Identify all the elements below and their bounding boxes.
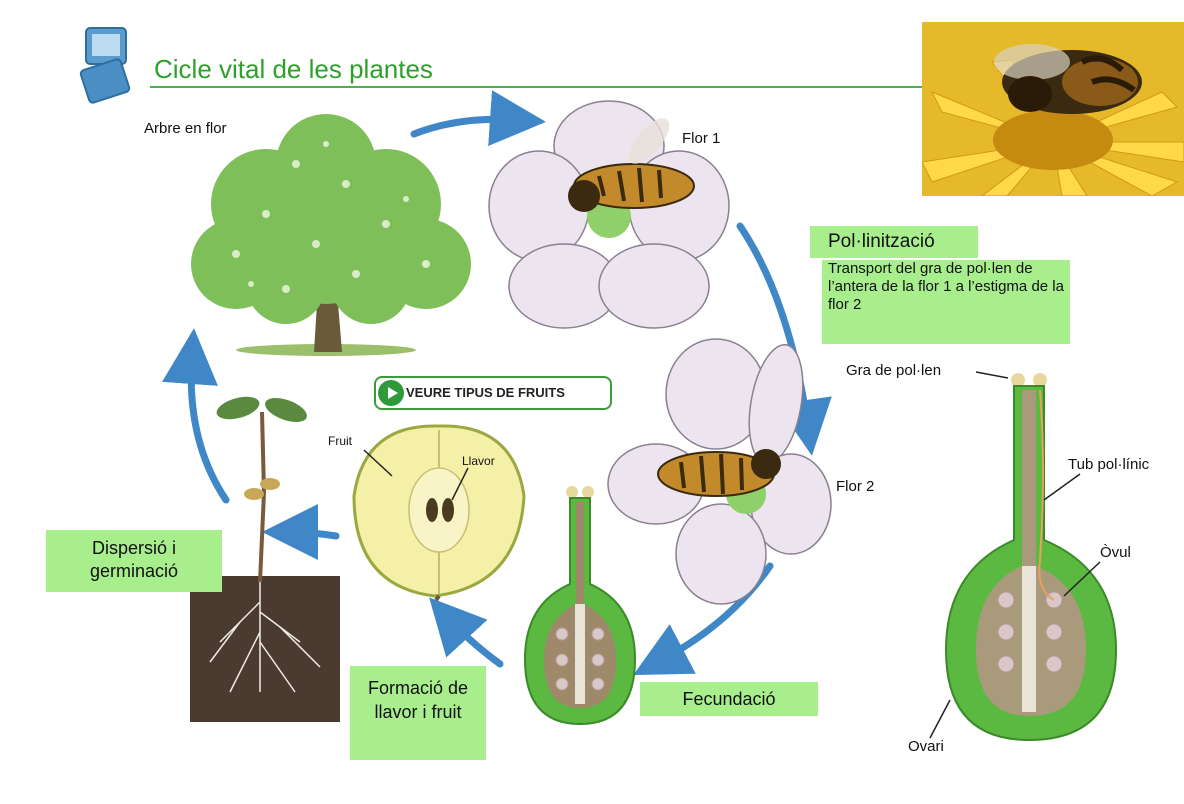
label-tree: Arbre en flor	[144, 120, 227, 137]
label-fruit: Fruit	[328, 434, 352, 448]
play-icon	[378, 380, 404, 406]
view-fruit-types-button[interactable]: VEURE TIPUS DE FRUITS	[374, 376, 612, 410]
label-pollen-tube: Tub pol·línic	[1068, 456, 1150, 473]
seedling-illustration	[190, 392, 350, 722]
label-flower-2: Flor 2	[836, 478, 875, 495]
app-logo-icon	[79, 26, 136, 104]
pollination-description-box: Transport del gra de pol·len de l’antera…	[822, 260, 1070, 344]
formation-box: Formació de llavor i fruit	[350, 666, 486, 760]
label-seed: Llavor	[462, 454, 495, 468]
label-pollen-grain: Gra de pol·len	[846, 362, 942, 379]
pistil-large-illustration	[936, 370, 1126, 742]
flower-1-illustration	[484, 96, 734, 336]
fruit-illustration	[344, 416, 534, 602]
header-divider	[150, 86, 930, 88]
page-title: Cicle vital de les plantes	[154, 54, 433, 84]
label-flower-1: Flor 1	[682, 130, 721, 147]
label-ovary: Ovari	[908, 738, 944, 755]
fecundation-box: Fecundació	[640, 682, 818, 716]
dispersion-box: Dispersió i germinació	[46, 530, 222, 592]
view-fruit-types-label: VEURE TIPUS DE FRUITS	[406, 385, 565, 400]
flower-2-illustration	[606, 334, 840, 606]
bee-photo	[922, 22, 1184, 196]
pollination-title-box: Pol·linització	[810, 226, 978, 258]
label-ovule: Òvul	[1100, 544, 1131, 561]
pistil-small-illustration	[520, 484, 640, 728]
tree-illustration	[176, 104, 486, 360]
